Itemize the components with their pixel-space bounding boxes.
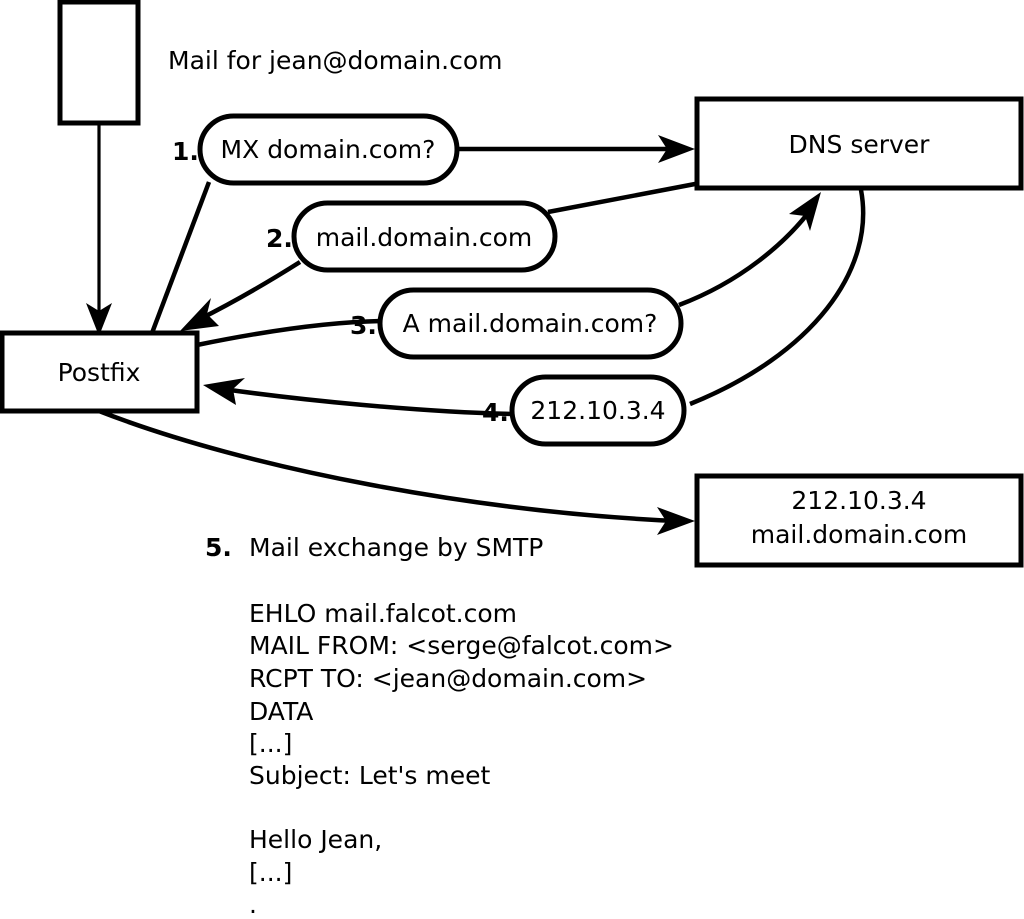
bubble-step-2[interactable]: mail.domain.com (291, 200, 558, 273)
node-postfix-box[interactable]: Postfix (0, 330, 200, 414)
edge-sender-to-postfix (86, 125, 112, 336)
bubble-step-4-label: 212.10.3.4 (530, 396, 665, 425)
smtp-line-5: Subject: Let's meet (249, 761, 490, 790)
edge-step2-bubble-to-postfix (180, 260, 302, 331)
node-dns-server-box[interactable]: DNS server (694, 96, 1024, 191)
node-dns-server-label: DNS server (789, 130, 931, 159)
node-mail-server-box[interactable]: 212.10.3.4 mail.domain.com (694, 473, 1024, 568)
step-number-5: 5. (205, 533, 232, 562)
edge-step4-bubble-to-postfix (203, 378, 514, 417)
smtp-line-1: MAIL FROM: <serge@falcot.com> (249, 631, 674, 660)
step-number-4: 4. (482, 398, 509, 427)
edge-step1-bubble-to-dns (458, 135, 695, 163)
step-number-2: 2. (266, 224, 293, 253)
edge-step1-postfix-to-bubble (149, 181, 212, 334)
page-title: Mail for jean@domain.com (168, 46, 503, 75)
node-sender-box[interactable] (57, 0, 141, 126)
bubble-step-2-label: mail.domain.com (316, 223, 532, 252)
smtp-line-0: EHLO mail.falcot.com (249, 599, 517, 628)
node-mail-server-ip: 212.10.3.4 (791, 486, 926, 515)
step-number-1: 1. (172, 137, 199, 166)
node-mail-server-hostname: mail.domain.com (751, 520, 967, 549)
edge-step3-bubble-to-dns (678, 192, 821, 308)
edge-step4-dns-to-bubble (689, 189, 866, 407)
step-number-3: 3. (350, 311, 377, 340)
edge-step2-dns-to-bubble (547, 181, 696, 215)
bubble-step-3-label: A mail.domain.com? (403, 309, 658, 338)
step-5-description: Mail exchange by SMTP (249, 533, 543, 562)
edge-step3-postfix-to-bubble (196, 318, 382, 348)
bubble-step-1[interactable]: MX domain.com? (197, 113, 460, 186)
bubble-step-1-label: MX domain.com? (221, 135, 436, 164)
smtp-line-7: Hello Jean, (249, 825, 382, 854)
smtp-line-8: [...] (249, 858, 292, 887)
edge-step5-postfix-to-mailserver (98, 408, 695, 535)
smtp-line-3: DATA (249, 697, 313, 726)
smtp-line-9: . (249, 890, 257, 919)
smtp-line-2: RCPT TO: <jean@domain.com> (249, 664, 647, 693)
bubble-step-4[interactable]: 212.10.3.4 (509, 374, 687, 447)
smtp-transcript: EHLO mail.falcot.com MAIL FROM: <serge@f… (249, 599, 674, 919)
smtp-line-4: [...] (249, 729, 292, 758)
bubble-step-3[interactable]: A mail.domain.com? (377, 287, 684, 360)
node-postfix-label: Postfix (58, 358, 141, 387)
